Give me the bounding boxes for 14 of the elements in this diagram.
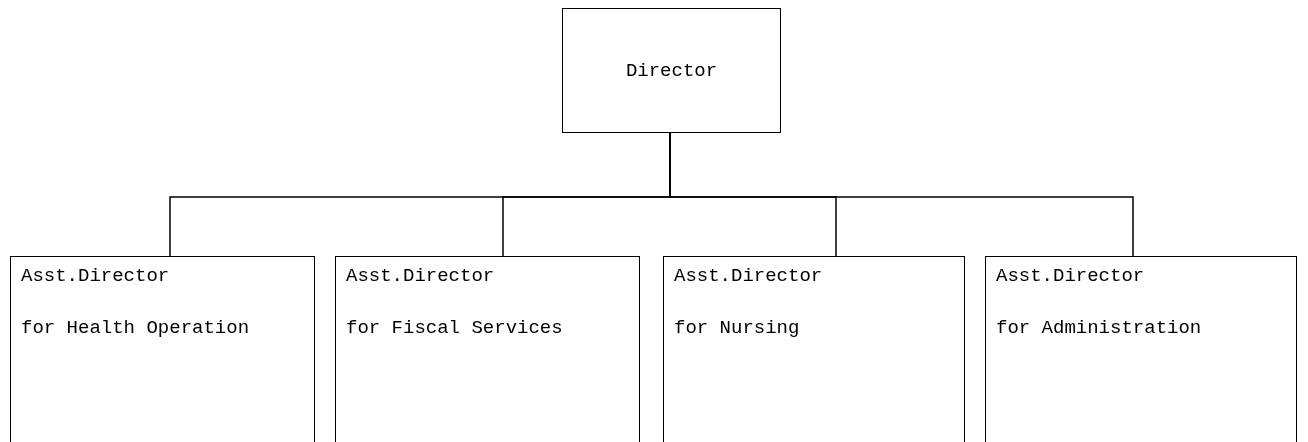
position-box xyxy=(663,256,965,442)
role-text: Asst.Director xyxy=(346,264,495,289)
department-text: for Nursing xyxy=(674,316,800,341)
title-text: Director xyxy=(625,58,718,84)
role-text: Asst.Director xyxy=(21,264,170,289)
department-text: for Health Operation xyxy=(21,316,250,341)
position-box xyxy=(10,256,315,442)
department-text: for Administration xyxy=(996,316,1202,341)
department-text: for Fiscal Services xyxy=(346,316,563,341)
position-box xyxy=(335,256,640,442)
director-box xyxy=(562,8,781,133)
position-box xyxy=(985,256,1297,442)
role-text: Asst.Director xyxy=(996,264,1145,289)
role-text: Asst.Director xyxy=(674,264,823,289)
